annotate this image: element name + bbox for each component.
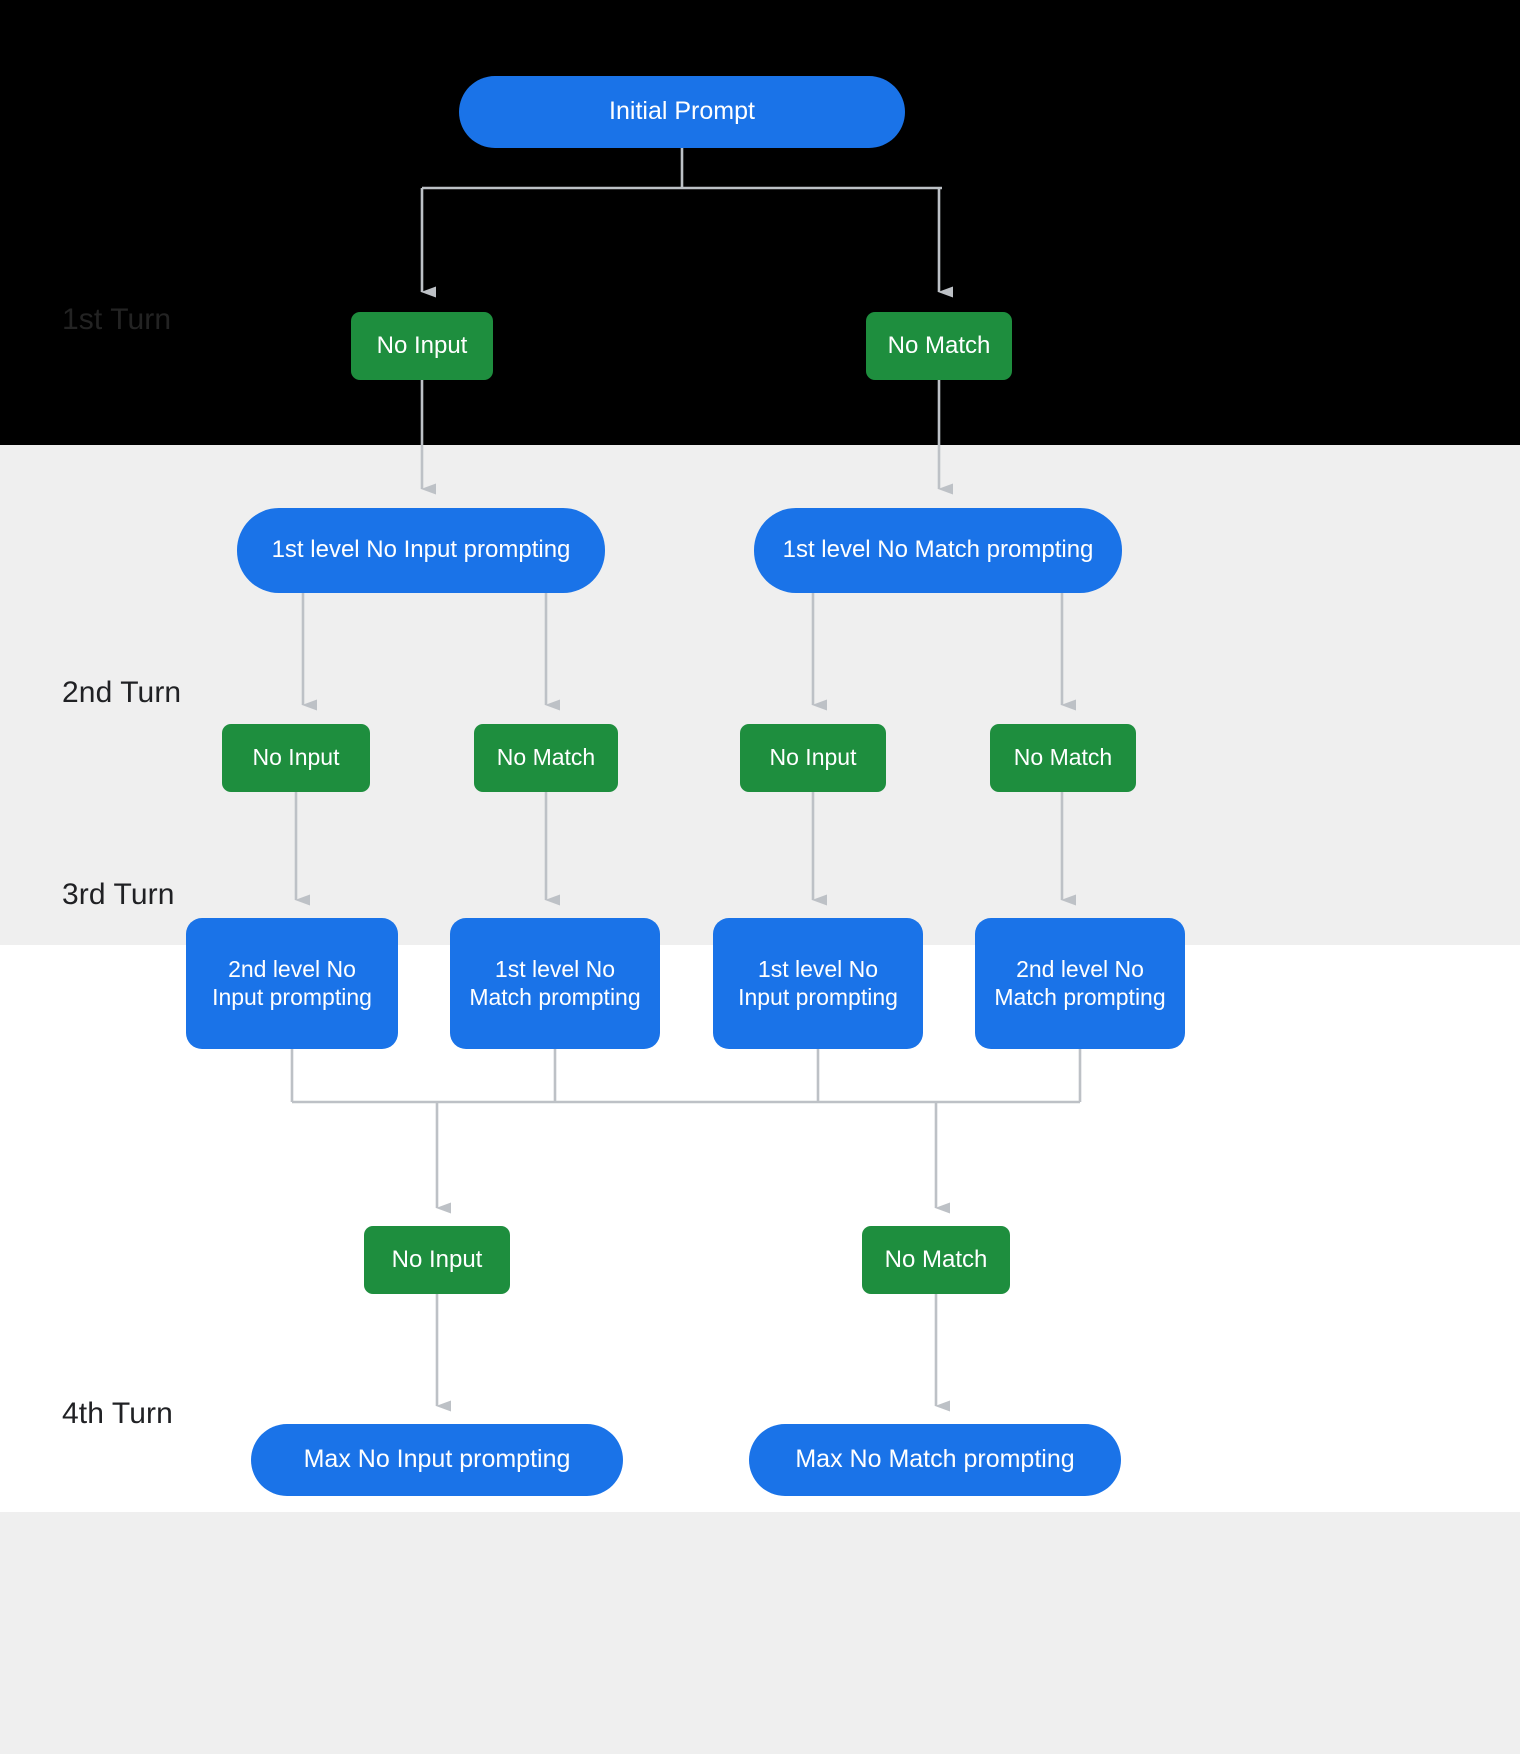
node-turn4-max-no-match-prompting[interactable]: Max No Match prompting <box>749 1424 1121 1496</box>
node-turn3-prompt-2nd-level-no-input[interactable]: 2nd level No Input prompting <box>186 918 398 1049</box>
turn-label-3rd: 3rd Turn <box>62 878 175 911</box>
node-turn2-no-input-b[interactable]: No Input <box>740 724 886 792</box>
node-turn2-no-match-b[interactable]: No Match <box>990 724 1136 792</box>
turn-label-2nd: 2nd Turn <box>62 676 182 709</box>
band-1st-turn <box>0 0 1520 445</box>
turn-label-4th: 4th Turn <box>62 1397 173 1430</box>
node-turn3-no-match[interactable]: No Match <box>862 1226 1010 1294</box>
turn-label-1st: 1st Turn <box>62 303 172 336</box>
node-turn1-no-input[interactable]: No Input <box>351 312 493 380</box>
node-turn2-prompt-no-input[interactable]: 1st level No Input prompting <box>237 508 605 593</box>
node-turn4-max-no-input-prompting[interactable]: Max No Input prompting <box>251 1424 623 1496</box>
node-turn2-no-input-a[interactable]: No Input <box>222 724 370 792</box>
node-turn2-no-match-a[interactable]: No Match <box>474 724 618 792</box>
node-turn3-prompt-1st-level-no-match[interactable]: 1st level No Match prompting <box>450 918 660 1049</box>
node-turn3-prompt-1st-level-no-input[interactable]: 1st level No Input prompting <box>713 918 923 1049</box>
node-turn3-no-input[interactable]: No Input <box>364 1226 510 1294</box>
node-turn2-prompt-no-match[interactable]: 1st level No Match prompting <box>754 508 1122 593</box>
node-turn1-no-match[interactable]: No Match <box>866 312 1012 380</box>
node-initial-prompt[interactable]: Initial Prompt <box>459 76 905 148</box>
band-4th-turn <box>0 1512 1520 1754</box>
node-turn3-prompt-2nd-level-no-match[interactable]: 2nd level No Match prompting <box>975 918 1185 1049</box>
